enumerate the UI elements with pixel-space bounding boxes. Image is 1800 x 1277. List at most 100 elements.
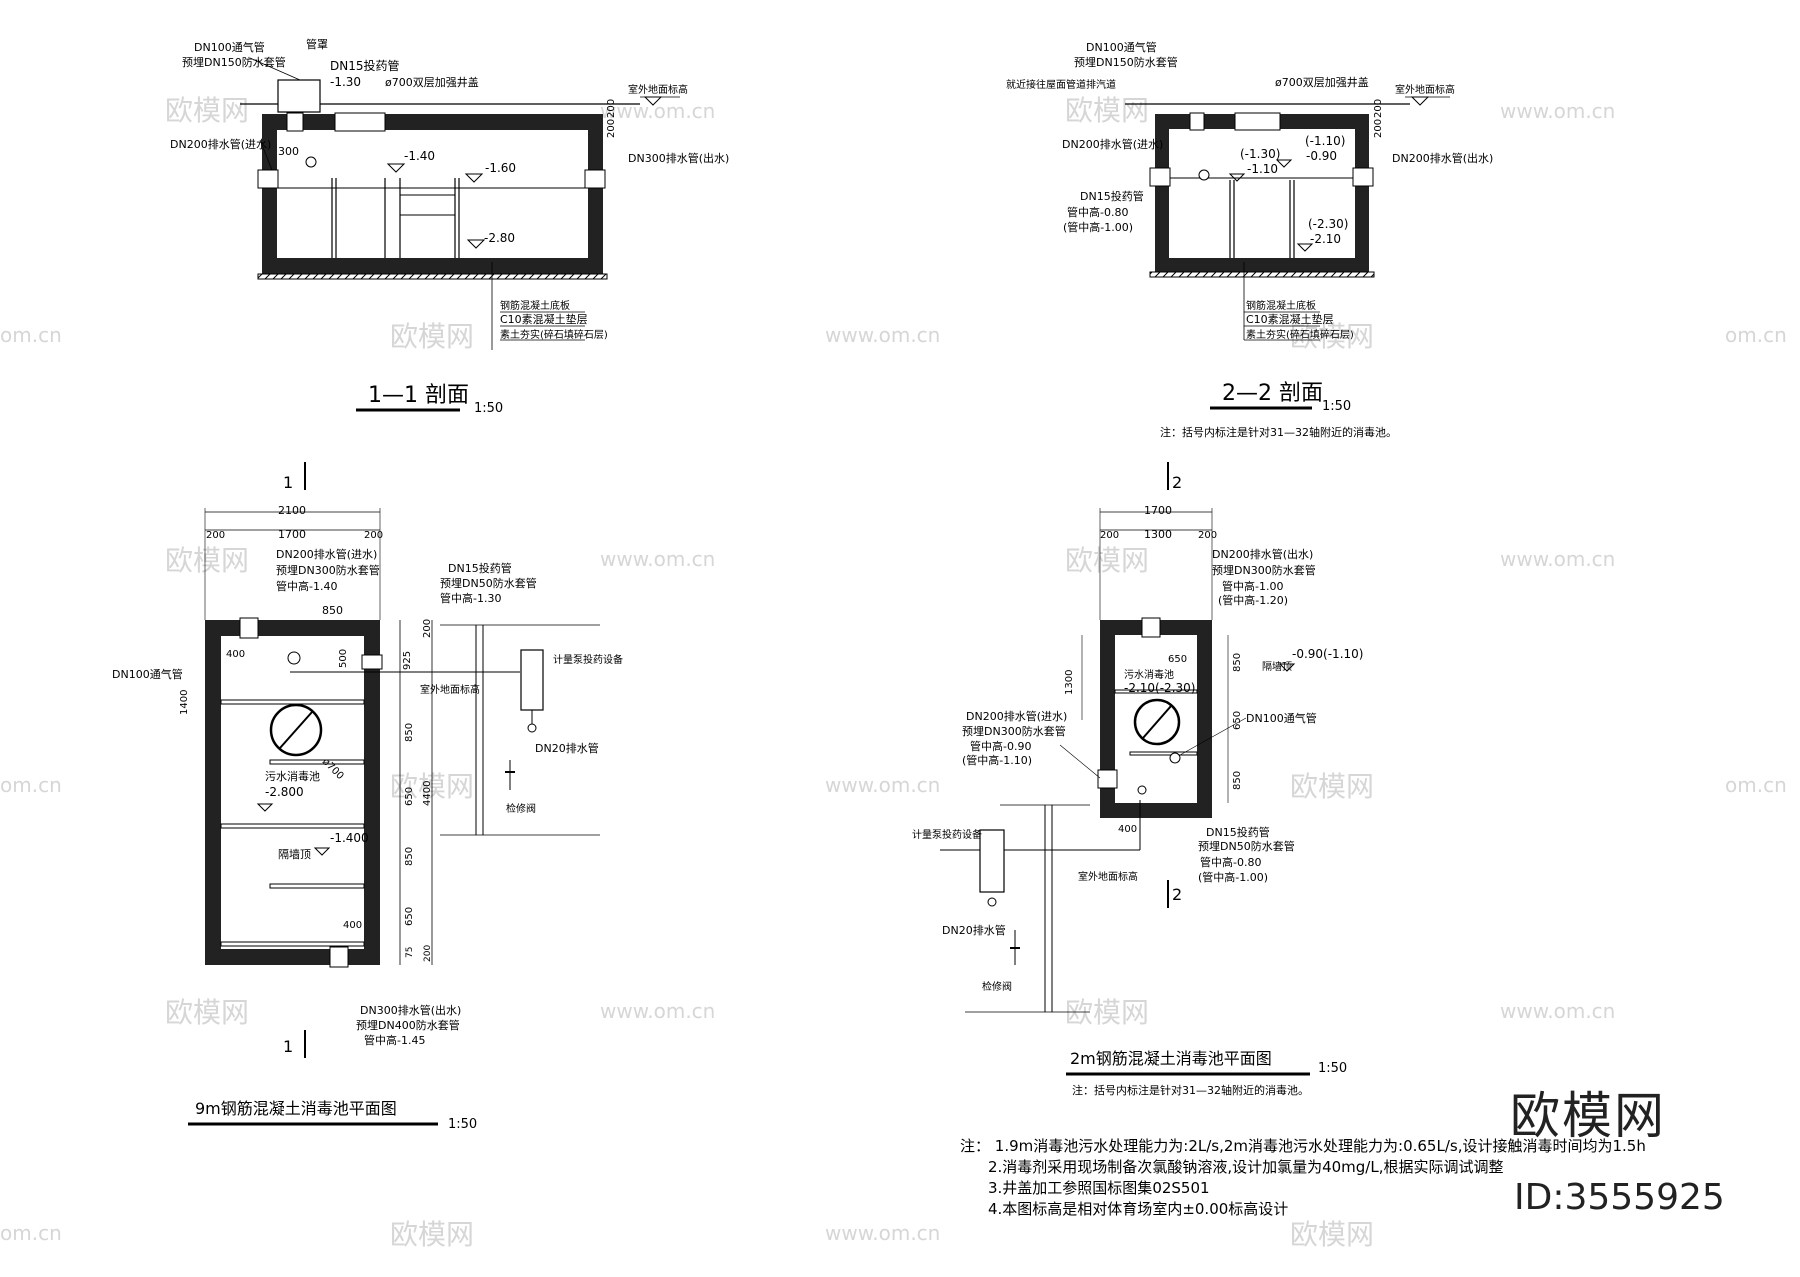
plan2-dim-850a: 850 <box>1232 653 1243 672</box>
outlet-opening <box>1141 617 1161 638</box>
watermark-url: www.om.cn <box>1500 547 1615 571</box>
watermark-url-edge: om.cn <box>0 323 62 347</box>
vent-pipe <box>1169 752 1181 764</box>
sec11-dim-300: 300 <box>278 145 299 158</box>
notes-lead: 注： <box>960 1137 991 1155</box>
sec22-layer2: C10素混凝土垫层 <box>1246 312 1334 326</box>
watermark-logo: 欧模网 <box>165 544 249 577</box>
watermark-url-edge: om.cn <box>0 773 62 797</box>
vent-opening <box>1189 112 1205 131</box>
sec22-pipe-label: 就近接往屋面管道排汽道 <box>1006 78 1116 91</box>
sec11-sleeve-label: 预埋DN150防水套管 <box>182 55 286 69</box>
sec22-el210: -2.10 <box>1310 232 1341 246</box>
inlet-pipe <box>257 169 279 189</box>
watermark-logo: 欧模网 <box>165 996 249 1029</box>
plan2-sleeve50-label: 预埋DN50防水套管 <box>1198 839 1295 853</box>
sec11-layer1: 钢筋混凝土底板 <box>500 299 570 312</box>
manhole-opening <box>334 112 386 132</box>
watermark-url: www.om.cn <box>825 323 940 347</box>
plan9-el1400: -1.400 <box>330 831 369 845</box>
sec22-el230p: (-2.30) <box>1308 217 1348 231</box>
brand-id: ID:3555925 <box>1514 1177 1725 1218</box>
plan9-dn15-c: 管中高-1.30 <box>440 591 501 605</box>
plan2-dim-650: 650 <box>1168 654 1187 665</box>
plan9-dim-200c: 200 <box>423 945 433 962</box>
dosing-opening <box>361 654 383 670</box>
sec11-vent-label: DN100通气管 <box>194 40 265 54</box>
plan2-meter-label: 计量泵投药设备 <box>912 828 982 841</box>
bedding-layer <box>1149 271 1375 278</box>
sec22-ground-label: 室外地面标高 <box>1395 83 1455 96</box>
plan9-sleeve50-label: 预埋DN50防水套管 <box>440 576 537 590</box>
plan9-el280: -2.800 <box>265 785 304 799</box>
note-1: 注： 1.9m消毒池污水处理能力为:2L/s,2m消毒池污水处理能力为:0.65… <box>960 1136 1646 1157</box>
plan9-outdoor-label: 室外地面标高 <box>420 683 480 696</box>
note-text: 4.本图标高是相对体育场室内±0.00标高设计 <box>988 1200 1289 1218</box>
plan9-dim-200b: 200 <box>364 530 383 541</box>
plan2-el210: -2.10(-2.30) <box>1124 681 1195 695</box>
watermark-logo: 欧模网 <box>390 1218 474 1251</box>
sec11-layer2: C10素混凝土垫层 <box>500 312 588 326</box>
plan2-vent-label: DN100通气管 <box>1246 711 1317 725</box>
bottom-wall <box>205 949 380 965</box>
plan2-dim-1300: 1300 <box>1144 528 1172 541</box>
plan9-dim-4400: 4400 <box>422 781 433 806</box>
plan2-dim-850b: 850 <box>1232 771 1243 790</box>
sec22-vent-label: DN100通气管 <box>1086 40 1157 54</box>
plan2-dim-400: 400 <box>1118 824 1137 835</box>
outlet-pipe <box>1352 167 1374 187</box>
watermark-url: www.om.cn <box>600 99 715 123</box>
plan9-dim-500: 500 <box>338 649 349 668</box>
sec22-c080: 管中高-0.80 <box>1067 205 1128 219</box>
plan9-sleeve-label: 预埋DN300防水套管 <box>276 563 380 577</box>
sec22-scale: 1:50 <box>1322 399 1351 414</box>
top-wall <box>205 620 380 636</box>
sec11-el160: -1.60 <box>485 161 516 175</box>
sec11-dn15-label: DN15投药管 <box>330 58 400 73</box>
plan9-dn15-label: DN15投药管 <box>448 561 512 575</box>
watermark-url: www.om.cn <box>825 773 940 797</box>
right-wall <box>588 114 603 274</box>
plan9-title: 9m钢筋混凝土消毒池平面图 <box>195 1099 397 1118</box>
watermark-layer: 欧模网 www.om.cn 欧模网 www.om.cn om.cn 欧模网 ww… <box>0 94 1787 1251</box>
watermark-logo: 欧模网 <box>1065 996 1149 1029</box>
watermark-url-edge: om.cn <box>0 1221 62 1245</box>
plan9-dim-400: 400 <box>226 649 245 660</box>
sec11-scale: 1:50 <box>474 401 503 416</box>
plan2-in-c2: (管中高-1.10) <box>962 753 1032 767</box>
plan9-dim-850a: 850 <box>404 723 415 742</box>
plan2-out-c2: (管中高-1.20) <box>1218 593 1288 607</box>
watermark-url: www.om.cn <box>600 999 715 1023</box>
plan2-dim-200b: 200 <box>1198 530 1217 541</box>
plan2-scale: 1:50 <box>1318 1061 1347 1076</box>
sec22-note: 注：括号内标注是针对31—32轴附近的消毒池。 <box>1160 425 1397 439</box>
plan9-dim-925: 925 <box>402 651 413 670</box>
roof-slab <box>262 114 603 130</box>
plan2-out-c: 管中高-1.00 <box>1222 579 1283 593</box>
section-2-2: DN100通气管 预埋DN150防水套管 就近接往屋面管道排汽道 ø700双层加… <box>1006 40 1493 439</box>
plan2-dn15-label: DN15投药管 <box>1206 825 1270 839</box>
plan2-cut-2b: 2 <box>1172 885 1182 904</box>
vent-pipe <box>287 651 301 665</box>
note-text: 2.消毒剂采用现场制备次氯酸钠溶液,设计加氯量为40mg/L,根据实际调试调整 <box>988 1158 1504 1176</box>
plan9-dim-200: 200 <box>422 619 433 638</box>
sec22-el110: -1.10 <box>1247 162 1278 176</box>
plan2-inlet-label: DN200排水管(进水) <box>966 709 1067 723</box>
sec11-el130: -1.30 <box>330 75 361 89</box>
inlet-opening <box>1097 769 1118 789</box>
watermark-logo: 欧模网 <box>1290 770 1374 803</box>
plan9-dim-2100: 2100 <box>278 504 306 517</box>
sec11-inlet-label: DN200排水管(进水) <box>170 137 271 151</box>
left-wall <box>1155 114 1169 272</box>
plan9-valve-label: 检修阀 <box>506 802 536 815</box>
sec22-el090: -0.90 <box>1306 149 1337 163</box>
dosing-pipe <box>1198 169 1210 181</box>
plan9-dn20-label: DN20排水管 <box>535 741 599 755</box>
sec11-el140: -1.40 <box>404 149 435 163</box>
base-slab <box>1155 258 1369 272</box>
watermark-logo: 欧模网 <box>1290 320 1374 353</box>
plan2-pool-label: 污水消毒池 <box>1124 668 1174 681</box>
plan2-valve-label: 检修阀 <box>982 980 1012 993</box>
plan2-dim-650v: 650 <box>1232 711 1243 730</box>
bedding-layer <box>257 273 608 280</box>
